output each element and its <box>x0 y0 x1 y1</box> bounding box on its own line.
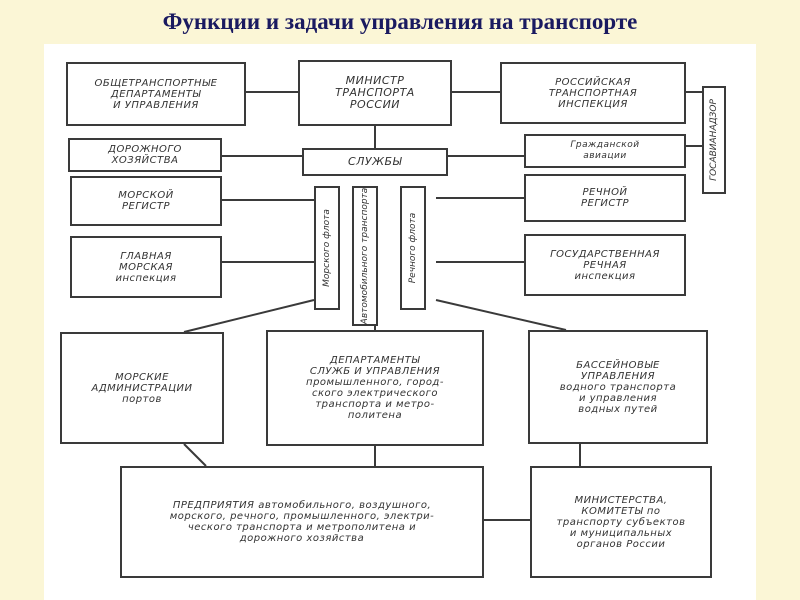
general-departments-box: ОБЩЕТРАНСПОРТНЫЕ ДЕПАРТАМЕНТЫ И УПРАВЛЕН… <box>66 62 246 126</box>
ministries-subjects-box: МИНИСТЕРСТВА, КОМИТЕТЫ по транспорту суб… <box>530 466 712 578</box>
ministry-box: МИНИСТР ТРАНСПОРТА РОССИИ <box>298 60 452 126</box>
service-departments-box: ДЕПАРТАМЕНТЫ СЛУЖБ И УПРАВЛЕНИЯ промышле… <box>266 330 484 446</box>
river-fleet-label: Речного флота <box>408 212 418 284</box>
state-river-inspection-label: ГОСУДАРСТВЕННАЯ РЕЧНАЯ инспекция <box>550 248 660 282</box>
sea-register-box: МОРСКОЙ РЕГИСТР <box>70 176 222 226</box>
basin-administrations-label: БАССЕЙНОВЫЕ УПРАВЛЕНИЯ водного транспорт… <box>559 359 677 415</box>
sea-fleet-box: Морского флота <box>314 186 340 310</box>
gosavianadzor-box: ГОСАВИАНАДЗОР <box>702 86 726 194</box>
state-river-inspection-box: ГОСУДАРСТВЕННАЯ РЕЧНАЯ инспекция <box>524 234 686 296</box>
transport-inspection-label: РОССИЙСКАЯ ТРАНСПОРТНАЯ ИНСПЕКЦИЯ <box>548 76 638 110</box>
road-box: ДОРОЖНОГО ХОЗЯЙСТВА <box>68 138 222 172</box>
main-sea-inspection-label: ГЛАВНАЯ МОРСКАЯ инспекция <box>115 250 177 284</box>
ministry-label: МИНИСТР ТРАНСПОРТА РОССИИ <box>335 74 415 111</box>
auto-transport-box: Автомобильного транспорта <box>352 186 378 326</box>
basin-administrations-box: БАССЕЙНОВЫЕ УПРАВЛЕНИЯ водного транспорт… <box>528 330 708 444</box>
civil-aviation-box: Гражданской авиации <box>524 134 686 168</box>
auto-transport-label: Автомобильного транспорта <box>360 187 370 325</box>
service-departments-label: ДЕПАРТАМЕНТЫ СЛУЖБ И УПРАВЛЕНИЯ промышле… <box>306 355 444 421</box>
enterprises-box: ПРЕДПРИЯТИЯ автомобильного, воздушного, … <box>120 466 484 578</box>
gosavianadzor-label: ГОСАВИАНАДЗОР <box>709 99 719 181</box>
services-label: СЛУЖБЫ <box>347 155 403 168</box>
river-register-box: РЕЧНОЙ РЕГИСТР <box>524 174 686 222</box>
road-label: ДОРОЖНОГО ХОЗЯЙСТВА <box>108 144 182 166</box>
page-title: Функции и задачи управления на транспорт… <box>162 9 638 34</box>
sea-register-label: МОРСКОЙ РЕГИСТР <box>118 190 174 212</box>
services-box: СЛУЖБЫ <box>302 148 448 176</box>
general-departments-label: ОБЩЕТРАНСПОРТНЫЕ ДЕПАРТАМЕНТЫ И УПРАВЛЕН… <box>94 77 218 111</box>
sea-administrations-box: МОРСКИЕ АДМИНИСТРАЦИИ портов <box>60 332 224 444</box>
river-fleet-box: Речного флота <box>400 186 426 310</box>
civil-aviation-label: Гражданской авиации <box>570 140 640 161</box>
sea-administrations-label: МОРСКИЕ АДМИНИСТРАЦИИ портов <box>91 371 193 405</box>
ministries-subjects-label: МИНИСТЕРСТВА, КОМИТЕТЫ по транспорту суб… <box>556 494 686 550</box>
sea-fleet-label: Морского флота <box>322 209 332 287</box>
transport-inspection-box: РОССИЙСКАЯ ТРАНСПОРТНАЯ ИНСПЕКЦИЯ <box>500 62 686 124</box>
river-register-label: РЕЧНОЙ РЕГИСТР <box>580 187 630 209</box>
main-sea-inspection-box: ГЛАВНАЯ МОРСКАЯ инспекция <box>70 236 222 298</box>
enterprises-label: ПРЕДПРИЯТИЯ автомобильного, воздушного, … <box>169 500 435 544</box>
